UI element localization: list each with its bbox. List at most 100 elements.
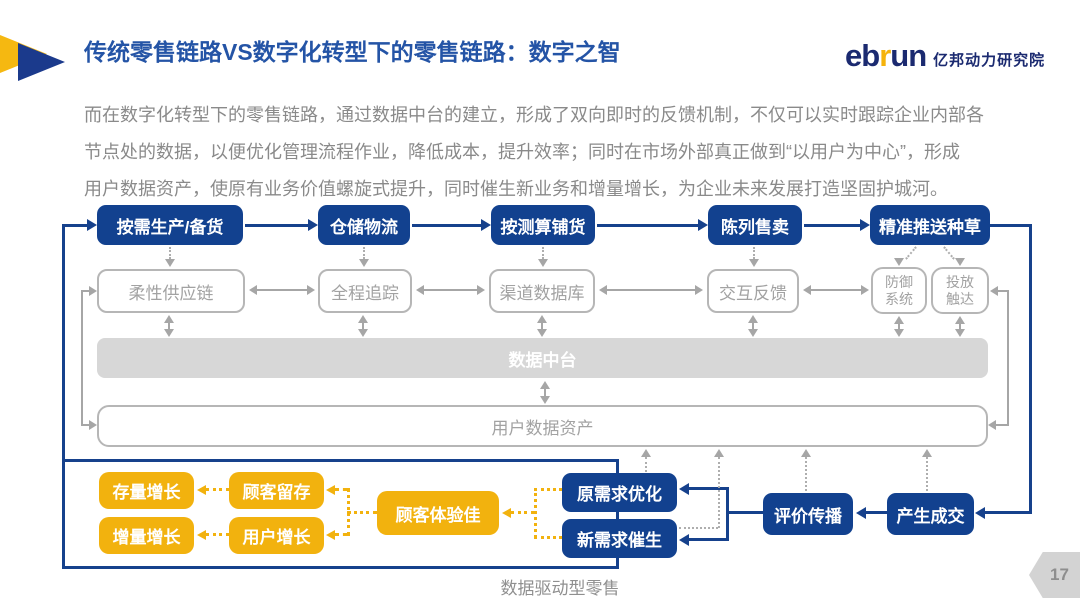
connector-drop-3 [542, 247, 544, 259]
connector-right-gray-riser [1007, 290, 1009, 426]
node-customer-retention: 顾客留存 [229, 472, 324, 509]
arrowhead-platform-user-down [540, 396, 550, 404]
arrowhead-up-spread [801, 449, 811, 457]
header-arrow-blue-icon [18, 43, 65, 81]
connector-up-deal [926, 457, 928, 491]
node-stock-growth: 存量增长 [99, 472, 194, 509]
connector-left-gray-riser [81, 290, 83, 426]
intro-line-1: 而在数字化转型下的零售链路，通过数据中台的建立，形成了双向即时的反馈机制，不仅可… [84, 105, 984, 125]
arrowhead-spread-optimize [679, 483, 689, 495]
connector-right-gray-top [998, 290, 1009, 292]
connector-demand-riser [534, 488, 537, 538]
node-original-demand-optimize: 原需求优化 [562, 473, 677, 512]
arrowhead-right-gray-bottom [988, 420, 996, 430]
connector-cap3-platform [541, 321, 543, 331]
node-full-tracking: 全程追踪 [318, 269, 412, 313]
connector-flow-4-5 [804, 224, 860, 227]
connector-left-gray-bottom [81, 424, 90, 426]
arrowhead-drop-3 [538, 259, 548, 267]
arrowhead-demand-experience [502, 508, 511, 518]
arrowhead-cap-2-3-right [477, 285, 485, 295]
arrowhead-cap1-down [164, 329, 174, 337]
intro-line-3: 用户数据资产，使原有业务价值螺旋式提升，同时催生新业务和增量增长，为企业未来发展… [84, 179, 948, 199]
connector-create-stub [679, 527, 718, 529]
connector-cap6-platform [959, 322, 961, 331]
arrowhead-up-deal [922, 449, 932, 457]
logo-institute-name: 亿邦动力研究院 [933, 51, 1046, 69]
logo-ebrun-eb: eb [845, 38, 880, 73]
node-precise-push: 精准推送种草 [870, 205, 990, 245]
connector-drop-1 [169, 247, 171, 259]
arrowhead-cap5-down [894, 329, 904, 337]
connector-demand-experience [511, 511, 534, 514]
arrowhead-cap4-down [748, 329, 758, 337]
node-new-demand-create: 新需求催生 [562, 519, 677, 558]
arrowhead-drop-2 [359, 259, 369, 267]
arrowhead-deal-spread [856, 507, 866, 519]
arrowhead-cap-4-5-left [803, 285, 811, 295]
node-review-spread: 评价传播 [763, 493, 853, 535]
connector-right-loop-riser [1029, 224, 1032, 514]
connector-cap4-platform [752, 321, 754, 331]
intro-line-2: 节点处的数据，以便优化管理流程作业，降低成本，提升效率；同时在市场外部真正做到“… [84, 142, 960, 162]
arrowhead-flow-2-3 [481, 219, 491, 231]
connector-spread-optimize [688, 487, 729, 490]
connector-drop-5-right [943, 246, 955, 260]
connector-cap2-platform [362, 321, 364, 331]
diagram-caption: 数据驱动型零售 [500, 579, 620, 598]
arrowhead-cap-1-2-left [249, 285, 257, 295]
node-channel-database: 渠道数据库 [489, 269, 595, 313]
connector-cap-4-5 [811, 289, 861, 291]
arrowhead-left-gray-top [89, 286, 97, 296]
connector-spread-riser [726, 487, 729, 541]
arrowhead-experience-usergrowth [326, 530, 335, 540]
connector-retention-stock [206, 488, 229, 491]
connector-cap-3-4 [607, 289, 695, 291]
connector-experience-retention [335, 488, 347, 491]
arrowhead-usergrowth-increment [197, 530, 206, 540]
arrowhead-left-gray-bottom [89, 420, 97, 430]
connector-cap-2-3 [424, 289, 477, 291]
node-increment-growth: 增量增长 [99, 517, 194, 554]
logo-ebrun-un: un [890, 38, 927, 73]
arrowhead-retention-stock [197, 485, 206, 495]
node-user-growth: 用户增长 [229, 517, 324, 554]
arrowhead-up-create [714, 449, 724, 457]
connector-spread-create [688, 538, 729, 541]
connector-right-loop-bottom [985, 511, 1032, 514]
connector-left-feedback-top [62, 224, 88, 227]
arrowhead-cap-4-5-right [861, 285, 869, 295]
connector-drop-2 [363, 247, 365, 259]
connector-cap-1-2 [257, 289, 307, 291]
node-display-sell: 陈列售卖 [708, 205, 802, 245]
arrowhead-cap5-up [894, 316, 904, 324]
arrowhead-cap-3-4-left [599, 285, 607, 295]
connector-deal-spread [865, 511, 887, 514]
connector-cap5-platform [898, 322, 900, 331]
connector-up-create [718, 457, 720, 528]
connector-experience-stub [347, 511, 377, 514]
connector-flow-1-2 [245, 224, 308, 227]
arrowhead-cap3-down [537, 329, 547, 337]
page-number-badge: 17 [1029, 552, 1080, 598]
user-data-asset-bar: 用户数据资产 [97, 405, 988, 447]
connector-spread-stub [726, 511, 763, 514]
arrowhead-cap-3-4-right [695, 285, 703, 295]
connector-up-optimize [645, 457, 647, 472]
page-number: 17 [1050, 565, 1069, 584]
arrowhead-left-feedback [87, 219, 97, 231]
connector-left-feedback-riser [62, 224, 65, 461]
arrowhead-cap-2-3-left [416, 285, 424, 295]
node-deal-made: 产生成交 [887, 493, 974, 535]
arrowhead-cap6-up [955, 316, 965, 324]
connector-demand-bottom [534, 536, 562, 539]
arrowhead-drop-5-right [955, 258, 965, 266]
arrowhead-cap3-up [537, 315, 547, 323]
node-flexible-supply-chain: 柔性供应链 [97, 269, 245, 313]
connector-cap1-platform [168, 321, 170, 331]
connector-platform-user [544, 387, 546, 398]
connector-flow-2-3 [412, 224, 481, 227]
node-calculated-distribution: 按测算铺货 [491, 205, 595, 245]
page-title: 传统零售链路VS数字化转型下的零售链路：数字之智 [84, 39, 621, 65]
